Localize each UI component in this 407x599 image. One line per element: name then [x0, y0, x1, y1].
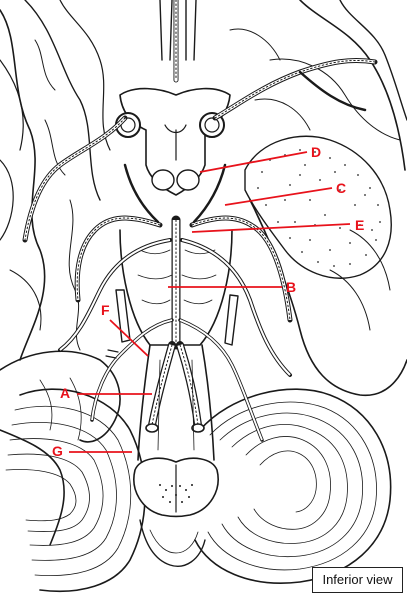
- posterior-cerebral-arteries: [74, 163, 293, 323]
- label-B: B: [286, 279, 296, 295]
- cerebellar-vermis: [139, 519, 206, 567]
- left-cerebral-hemisphere: [0, 0, 121, 546]
- middle-cerebral-arteries: [22, 57, 378, 243]
- label-G: G: [52, 443, 63, 459]
- label-F-group: F: [101, 302, 149, 357]
- right-cerebral-hemisphere: [229, 0, 407, 397]
- label-G-group: G: [52, 443, 132, 459]
- stippled-cortex-region: [244, 135, 392, 279]
- label-F: F: [101, 302, 110, 318]
- vertebral-arteries: [145, 341, 205, 433]
- label-D-group: D: [199, 144, 321, 173]
- view-caption: Inferior view: [312, 567, 403, 593]
- mammillary-bodies: [151, 169, 200, 191]
- olfactory-tracts: [159, 0, 197, 61]
- medulla-oblongata: [137, 344, 215, 461]
- label-E-group: E: [191, 217, 364, 233]
- label-B-group: B: [168, 279, 296, 295]
- anterior-inferior-cerebellar-arteries: [90, 318, 264, 442]
- right-cerebellar-hemisphere: [194, 388, 392, 584]
- label-C-group: C: [224, 180, 346, 206]
- left-cerebellar-hemisphere: [5, 377, 146, 593]
- label-D: D: [311, 144, 321, 160]
- spinal-cord-section: [133, 457, 219, 518]
- label-C: C: [336, 180, 346, 196]
- superior-cerebellar-arteries: [58, 238, 292, 377]
- optic-chiasm: [119, 87, 231, 196]
- label-E: E: [355, 217, 364, 233]
- label-A: A: [60, 385, 70, 401]
- label-A-group: A: [60, 385, 152, 401]
- cranial-nerve-stubs: [105, 289, 239, 359]
